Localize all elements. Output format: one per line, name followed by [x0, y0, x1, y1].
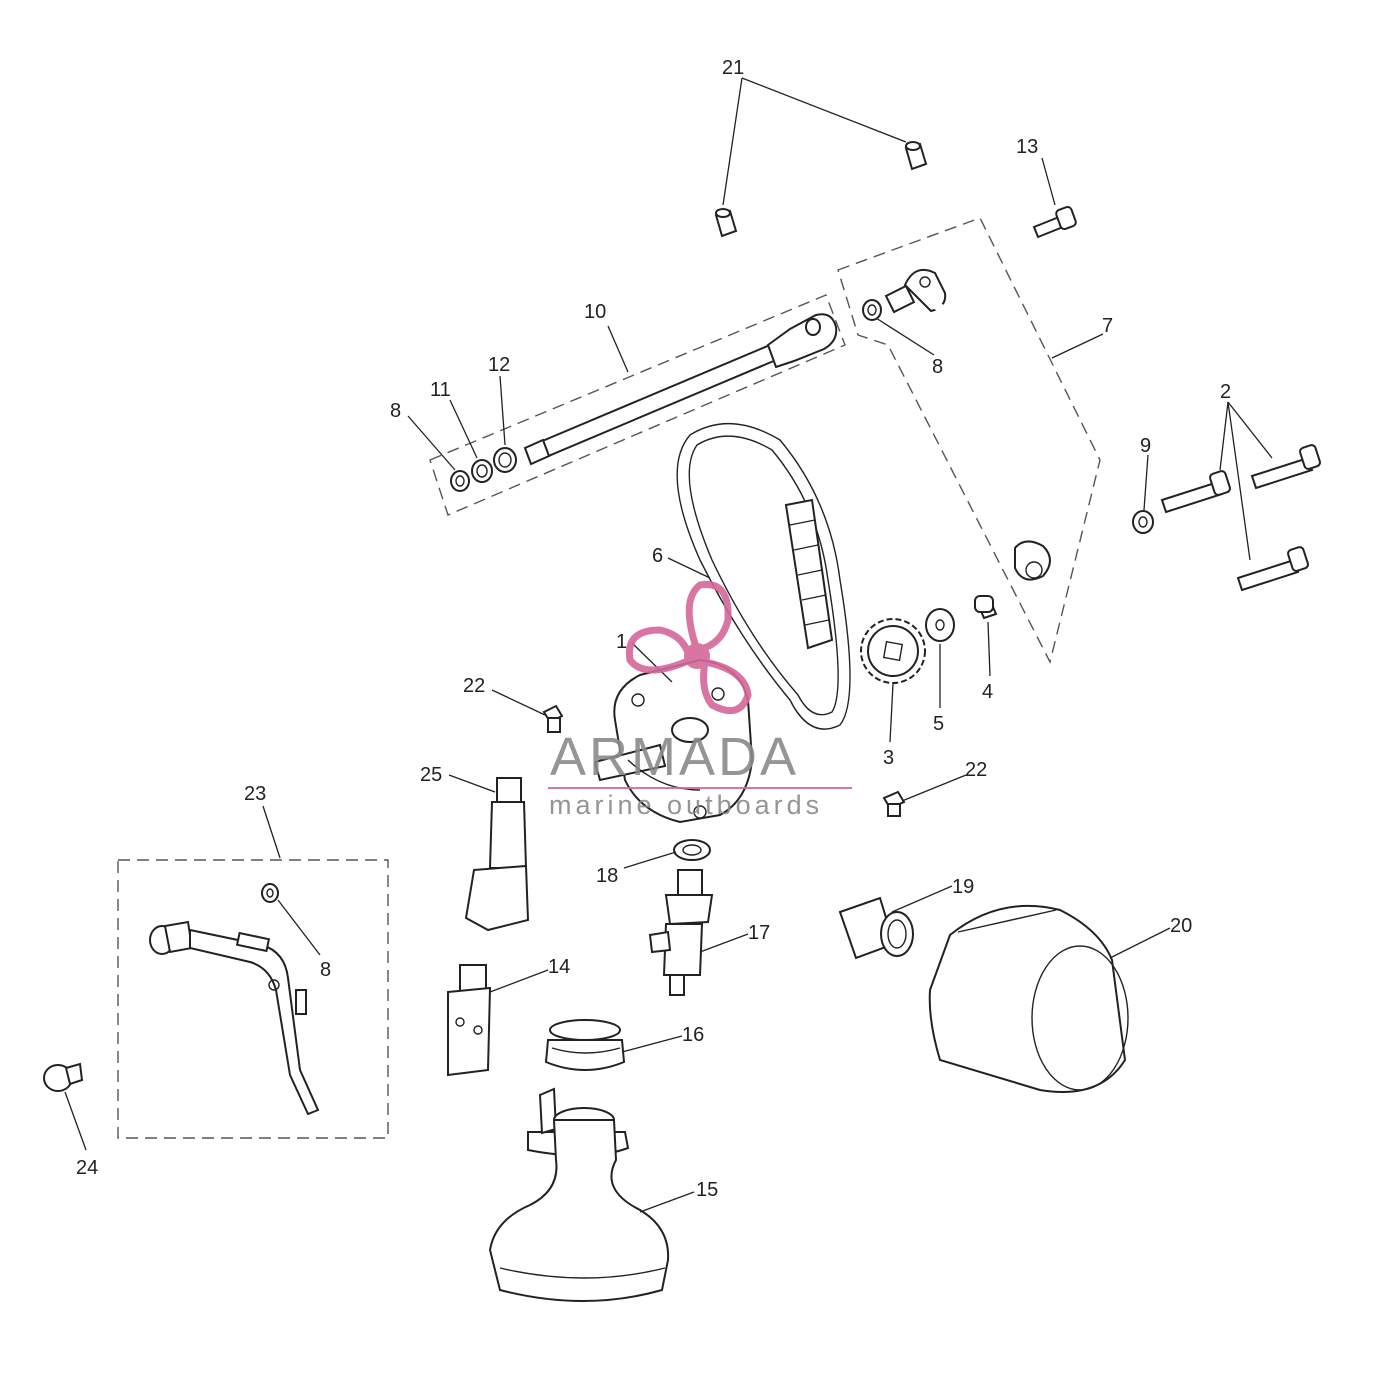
callout-17: 17: [748, 922, 770, 944]
part-2-bolts: [1160, 444, 1321, 592]
watermark-tagline: marine outboards: [549, 790, 823, 820]
callout-22-left: 22: [463, 675, 485, 697]
part-23-bracket: [149, 883, 320, 1116]
part-5-washer: [925, 608, 955, 642]
part-13-bolt: [1032, 205, 1077, 239]
part-19-fitting: [838, 896, 914, 960]
callout-6: 6: [652, 545, 663, 567]
part-6-chain: [676, 422, 851, 730]
part-7-oil-pipe: [862, 269, 1051, 581]
part-21-sleeves: [714, 141, 928, 238]
callout-8-pipe: 8: [932, 356, 943, 378]
callout-12: 12: [488, 354, 510, 376]
part-15-strainer: [488, 1087, 670, 1302]
watermark: ARMADA marine outboards: [548, 580, 852, 820]
callout-3: 3: [883, 747, 894, 769]
part-24-screw: [43, 1062, 84, 1092]
callout-18: 18: [596, 865, 618, 887]
part-16-plug: [544, 1019, 626, 1071]
callout-13: 13: [1016, 136, 1038, 158]
watermark-brand: ARMADA: [550, 727, 799, 787]
part-1-oil-pump: [593, 658, 754, 824]
callout-15: 15: [696, 1179, 718, 1201]
callout-24: 24: [76, 1157, 98, 1179]
callout-21: 21: [722, 57, 744, 79]
part-3-sprocket: [860, 618, 926, 684]
callout-19: 19: [952, 876, 974, 898]
part-14-valve: [447, 964, 492, 1077]
callout-7: 7: [1102, 315, 1113, 337]
callout-22-right: 22: [965, 759, 987, 781]
callout-23: 23: [244, 783, 266, 805]
propeller-logo-icon: [625, 580, 752, 715]
part-20-oil-filter: [928, 904, 1129, 1093]
part-18-washer: [673, 839, 711, 861]
group-box-10: [429, 294, 846, 516]
callout-2: 2: [1220, 381, 1231, 403]
part-22-bolt-b: [882, 790, 906, 817]
callout-4: 4: [982, 681, 993, 703]
leader-lines: [64, 77, 1273, 1213]
group-box-7: [837, 217, 1101, 664]
part-17-relief-valve: [648, 869, 714, 996]
callout-11: 11: [430, 379, 451, 401]
callout-8-bracket: 8: [320, 959, 331, 981]
part-10-shaft: [450, 313, 838, 492]
callout-14: 14: [548, 956, 570, 978]
callout-8-shaft: 8: [390, 400, 401, 422]
callout-5: 5: [933, 713, 944, 735]
group-box-23: [117, 859, 389, 1139]
callout-10: 10: [584, 301, 606, 323]
part-9-washer: [1132, 510, 1154, 534]
part-4-bolt: [974, 595, 998, 620]
callout-1: 1: [616, 631, 627, 653]
callout-16: 16: [682, 1024, 704, 1046]
callout-20: 20: [1170, 915, 1192, 937]
callout-9: 9: [1140, 435, 1151, 457]
part-25-sensor: [464, 777, 530, 932]
callout-25: 25: [420, 764, 442, 786]
callout-labels: 21 13 10 12 11 8 7 8 2 9 6 1 4 5 3 22 22…: [76, 57, 1231, 1201]
part-22-bolt-a: [542, 704, 564, 733]
